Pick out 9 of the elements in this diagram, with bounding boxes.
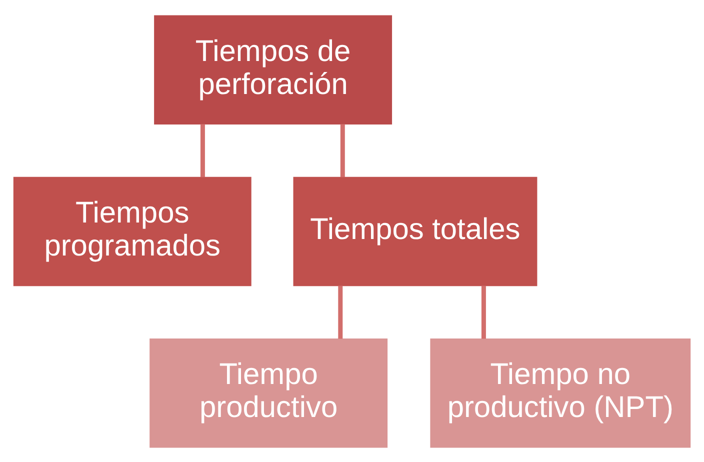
connector [200,124,205,177]
connector [338,285,343,338]
connector [481,285,486,338]
node-box: Tiempos totales [293,176,538,286]
node-box: Tiempos de perforación [154,14,392,124]
connector [340,124,345,177]
node-box: Tiempos programados [13,176,252,286]
node-box: Tiempo no productivo (NPT) [430,338,691,448]
node-box: Tiempo productivo [150,338,388,448]
